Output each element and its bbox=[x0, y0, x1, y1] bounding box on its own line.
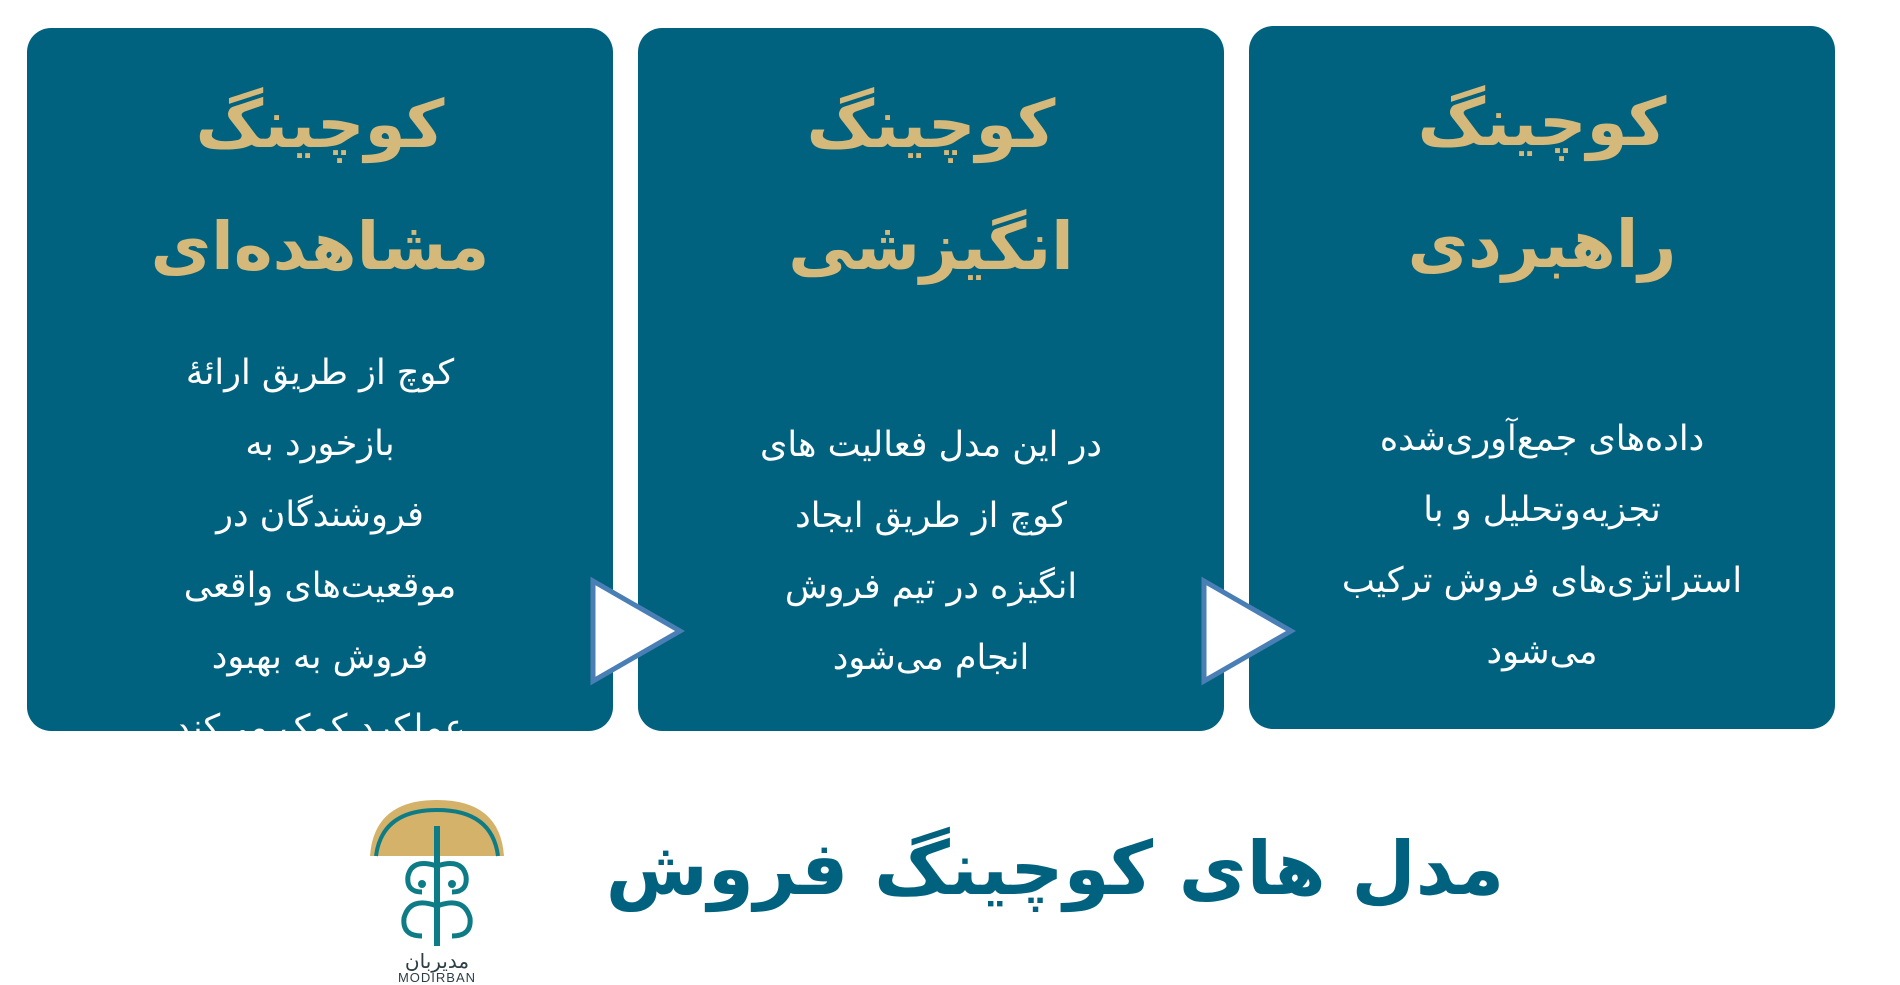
play-arrow-icon bbox=[1201, 576, 1297, 686]
card-body: داده‌های جمع‌آوری‌شده تجزیه‌وتحلیل و با … bbox=[1269, 404, 1815, 688]
card-title-line1: کوچینگ bbox=[1417, 84, 1667, 161]
card-body-line: بازخورد به bbox=[245, 424, 395, 464]
page-title: مدل های کوچینگ فروش bbox=[605, 826, 1505, 912]
card-title-line1: کوچینگ bbox=[195, 86, 445, 163]
card-title-line1: کوچینگ bbox=[806, 86, 1056, 163]
card-body-line: کوچ از طریق ایجاد bbox=[795, 496, 1067, 536]
card-body-line: کوچ از طریق ارائهٔ bbox=[185, 353, 455, 393]
card-title-line2: مشاهده‌ای bbox=[150, 208, 490, 285]
card-observational-coaching: کوچینگ مشاهده‌ای کوچ از طریق ارائهٔ بازخ… bbox=[27, 28, 613, 748]
card-body-line: استراتژی‌های فروش ترکیب bbox=[1341, 561, 1743, 601]
card-title-line2: انگیزشی bbox=[788, 208, 1074, 285]
card-title-line2: راهبردی bbox=[1407, 206, 1677, 283]
card-body-line: فروشندگان در bbox=[216, 495, 424, 535]
card-body: کوچ از طریق ارائهٔ بازخورد به فروشندگان … bbox=[47, 338, 593, 764]
card-body-line: انجام می‌شود bbox=[832, 638, 1030, 678]
card-body: در این مدل فعالیت های کوچ از طریق ایجاد … bbox=[658, 410, 1204, 694]
play-arrow-icon bbox=[590, 576, 686, 686]
logo-name-en: MODIRBAN bbox=[397, 970, 477, 985]
card-body-line: تجزیه‌وتحلیل و با bbox=[1423, 490, 1661, 530]
card-body-line: عملکرد کمک می‌کند bbox=[174, 708, 466, 748]
card-body-line: فروش به بهبود bbox=[211, 637, 429, 677]
modirban-logo-icon: مدیربان bbox=[370, 800, 504, 973]
card-body-line: در این مدل فعالیت های bbox=[759, 425, 1103, 465]
card-motivational-coaching: کوچینگ انگیزشی در این مدل فعالیت های کوچ… bbox=[638, 28, 1224, 731]
card-strategic-coaching: کوچینگ راهبردی داده‌های جمع‌آوری‌شده تجز… bbox=[1249, 26, 1835, 729]
card-body-line: می‌شود bbox=[1486, 632, 1598, 672]
card-body-line: انگیزه در تیم فروش bbox=[784, 567, 1078, 607]
card-body-line: داده‌های جمع‌آوری‌شده bbox=[1379, 419, 1705, 459]
card-body-line: موقعیت‌های واقعی bbox=[183, 566, 457, 606]
logo-name-fa: مدیربان bbox=[405, 949, 469, 973]
